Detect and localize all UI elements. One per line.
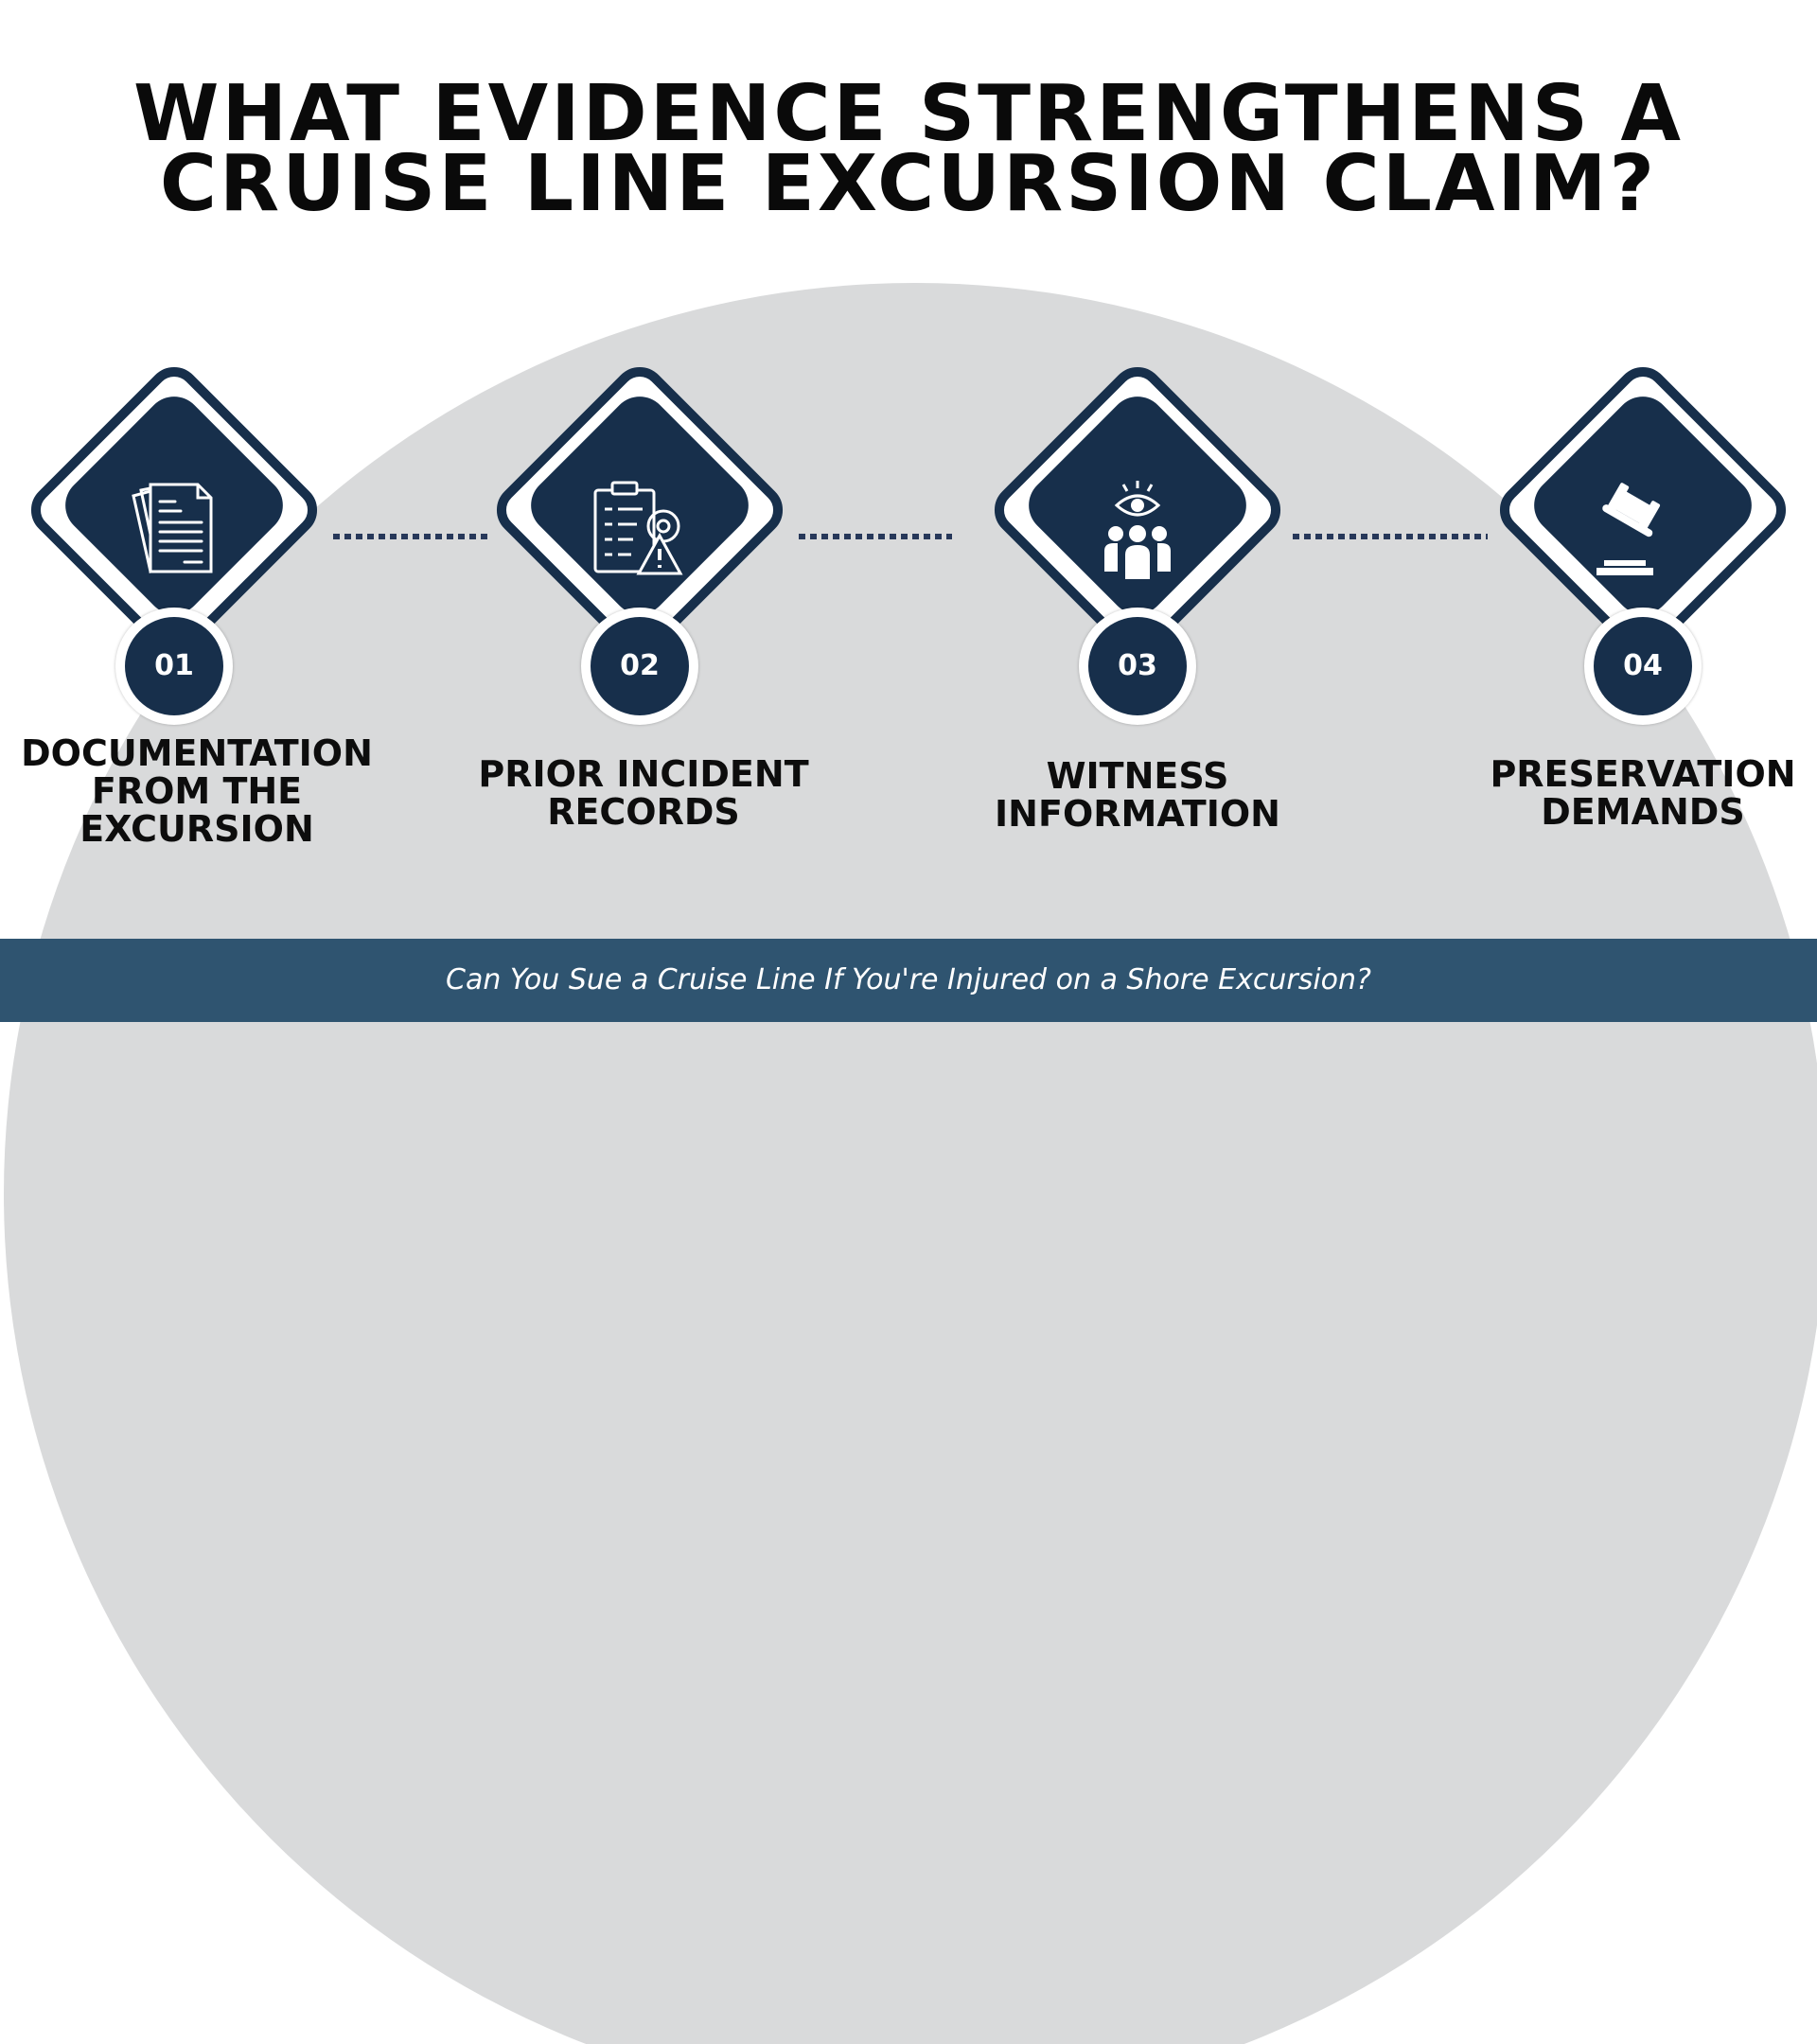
connector-dots	[1293, 534, 1488, 539]
step-number: 03	[1088, 617, 1187, 715]
step-1: 01	[18, 356, 330, 725]
step-number: 01	[125, 617, 223, 715]
step-number: 02	[591, 617, 689, 715]
step-number: 04	[1594, 617, 1692, 715]
step-number-badge: 03	[1079, 608, 1196, 725]
connector-dots	[799, 534, 952, 539]
clipboard-warning-icon	[593, 481, 683, 575]
step-3: 03	[981, 356, 1294, 725]
gavel-icon	[1596, 483, 1661, 575]
step-number-badge: 04	[1584, 608, 1702, 725]
step-number-badge: 02	[581, 608, 698, 725]
title-line-1: WHAT EVIDENCE STRENGTHENS A	[133, 69, 1684, 159]
step-2: 02	[484, 356, 796, 725]
connector-dots	[333, 534, 488, 539]
step-number-badge: 01	[115, 608, 233, 725]
witness-eye-group-icon	[1104, 481, 1171, 579]
footer-text: Can You Sue a Cruise Line If You're Inju…	[446, 963, 1371, 996]
title-line-2: CRUISE LINE EXCURSION CLAIM?	[159, 139, 1658, 229]
footer-banner: Can You Sue a Cruise Line If You're Inju…	[0, 939, 1817, 1022]
step-4: 04	[1487, 356, 1799, 725]
documents-icon	[132, 483, 213, 573]
